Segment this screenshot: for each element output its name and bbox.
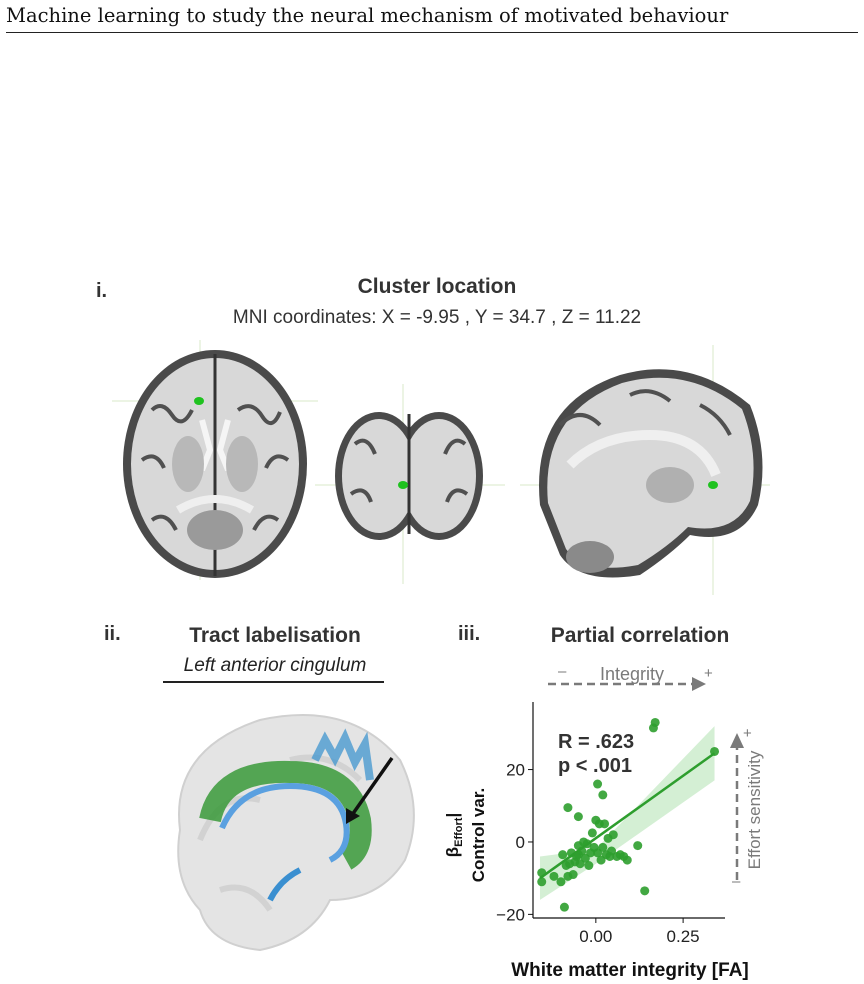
integrity-minus: – — [558, 663, 567, 680]
data-point — [587, 828, 597, 838]
data-point — [710, 746, 720, 756]
data-point — [650, 717, 660, 727]
axial-brain-slice — [112, 340, 318, 580]
panel-iii-title: Partial correlation — [550, 624, 730, 647]
panel-i-label: i. — [96, 280, 108, 302]
y-tick-label: −20 — [496, 905, 525, 924]
sagittal-cluster-marker — [708, 481, 718, 489]
sagittal-brain-slice — [520, 345, 770, 595]
data-point — [598, 842, 608, 852]
tract-name: Left anterior cingulum — [183, 655, 367, 676]
ylabel-beta: β — [443, 847, 462, 857]
data-point — [584, 861, 594, 870]
data-point — [537, 877, 547, 887]
stat-p: p < .001 — [558, 755, 632, 777]
ylabel-sub: Effort — [453, 817, 465, 847]
panel-iii-label: iii. — [458, 623, 481, 645]
data-point — [549, 871, 559, 881]
data-point — [633, 841, 643, 851]
effort-label: Effort sensitivity — [745, 750, 764, 869]
y-tick-label: 0 — [516, 833, 525, 852]
panel-ii-label: ii. — [104, 623, 121, 645]
effort-arrow-icon — [730, 733, 744, 748]
integrity-plus: + — [704, 665, 713, 682]
data-point — [600, 819, 610, 829]
data-point — [537, 868, 547, 878]
fit-line — [539, 752, 716, 880]
coronal-cluster-marker — [398, 481, 408, 489]
x-axis-label: White matter integrity [FA] — [511, 960, 749, 981]
svg-text:βEffort|: βEffort| — [443, 813, 465, 857]
effort-minus: – — [732, 873, 741, 890]
data-point — [593, 779, 603, 789]
ylabel-line2: Control var. — [469, 788, 488, 882]
y-axis-label: βEffort| Control var. — [443, 788, 488, 882]
data-point — [622, 855, 632, 865]
data-point — [556, 877, 566, 887]
data-point — [559, 902, 569, 912]
plot-area: −20 0 20 0.00 0.25 — [496, 702, 725, 946]
data-point — [608, 830, 618, 840]
x-tick-label: 0.00 — [579, 927, 612, 946]
panel-ii-title: Tract labelisation — [189, 624, 361, 647]
panel-i-title: Cluster location — [357, 275, 517, 298]
x-tick-label: 0.25 — [667, 927, 700, 946]
tract-3d-rendering — [177, 714, 415, 952]
data-point — [573, 812, 583, 822]
coronal-brain-slice — [315, 384, 505, 584]
ylabel-bar: | — [443, 813, 462, 818]
axial-cluster-marker — [194, 397, 204, 405]
tract-arrow-icon — [346, 808, 360, 824]
partial-correlation-scatter: −20 0 20 0.00 0.25 – + Integrity + – Effort … — [443, 663, 764, 981]
integrity-label: Integrity — [600, 664, 664, 684]
mni-coordinates: MNI coordinates: X = -9.95 , Y = 34.7 , … — [232, 307, 642, 328]
data-point — [558, 850, 568, 860]
data-point — [577, 846, 587, 856]
stat-r: R = .623 — [558, 731, 634, 753]
effort-plus: + — [743, 725, 752, 742]
data-point — [640, 886, 650, 896]
tract-name-underline — [163, 681, 384, 683]
data-point — [563, 803, 573, 813]
data-point — [568, 870, 578, 880]
running-header: Machine learning to study the neural mec… — [6, 4, 858, 33]
data-point — [598, 790, 608, 800]
y-tick-label: 20 — [506, 761, 525, 780]
integrity-arrow-icon — [692, 677, 706, 691]
data-point — [582, 839, 592, 849]
